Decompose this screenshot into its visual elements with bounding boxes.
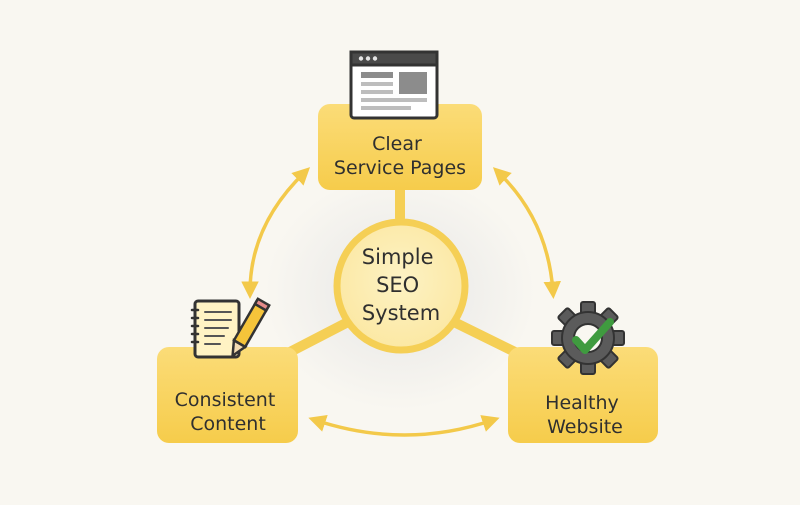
cycle-arrows (241, 167, 561, 437)
hub-line-1: Simple (362, 245, 434, 269)
node-left-line-2: Content (190, 413, 266, 435)
node-right-line-1: Healthy (545, 392, 619, 414)
hub-line-2: SEO (376, 273, 419, 297)
node-left-line-1: Consistent (175, 389, 276, 411)
browser-window-icon (349, 50, 439, 120)
connector-left (285, 317, 353, 357)
node-right-line-2: Website (547, 416, 623, 438)
node-box-left (157, 347, 298, 443)
connector-right (449, 317, 520, 357)
node-label-left: Consistent Content (175, 389, 282, 435)
node-box-right (508, 347, 658, 443)
node-top-line-1: Clear (372, 133, 422, 155)
node-clear-service-pages: Clear Service Pages (318, 50, 482, 190)
node-label-right: Healthy Website (545, 392, 625, 438)
node-top-line-2: Service Pages (334, 157, 466, 179)
hub-connectors (285, 185, 520, 357)
arrow-right-arc (492, 167, 561, 299)
arrow-bottom-arc (308, 415, 500, 437)
hub-circle (333, 218, 469, 354)
hub-line-3: System (362, 301, 440, 325)
node-consistent-content: Consistent Content (157, 297, 298, 443)
hub: Simple SEO System (333, 218, 469, 354)
notepad-pencil-icon (190, 297, 271, 359)
node-box-top (318, 104, 482, 190)
hub-label: Simple SEO System (362, 245, 440, 325)
node-healthy-website: Healthy Website (508, 301, 658, 443)
gear-check-icon (551, 301, 625, 375)
node-label-top: Clear Service Pages (334, 133, 466, 179)
arrow-left-arc (241, 167, 311, 299)
